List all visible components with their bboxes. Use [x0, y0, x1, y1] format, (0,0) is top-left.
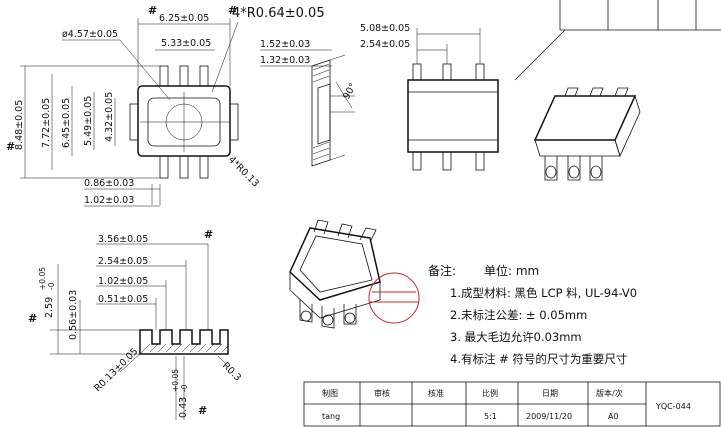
tb-header-3: 比例	[482, 388, 498, 398]
dim-625: 6.25±0.05	[159, 13, 209, 24]
dim-r013-top: 4*R0.13	[226, 154, 261, 189]
notes: 备注: 单位: mm 1.成型材料: 黑色 LCP 料, UL-94-V0 2.…	[428, 263, 637, 366]
dim-508: 5.08±0.05	[360, 23, 410, 34]
svg-text:#: #	[28, 312, 37, 325]
dim-051: 0.51±0.05	[98, 294, 148, 305]
dim-152: 1.52±0.03	[260, 39, 310, 50]
svg-text:#: #	[198, 404, 207, 417]
side-view: 1.52±0.03 1.32±0.03 90°	[260, 39, 359, 167]
dim-radius-064: 4*R0.64±0.05	[232, 6, 325, 21]
svg-text:-0: -0	[180, 384, 189, 392]
tb-header-0: 制图	[322, 388, 338, 398]
dim-645: 6.45±0.05	[61, 98, 72, 148]
iso-view-frame	[289, 219, 381, 329]
tb-header-5: 版本/次	[596, 388, 623, 398]
note-line-4: 4.有标注 # 符号的尺寸为重要尺寸	[450, 352, 627, 366]
angle-90: 90°	[341, 81, 359, 101]
dim-043: 0.43	[178, 397, 189, 418]
svg-text:+0.05: +0.05	[171, 369, 180, 392]
notes-header: 备注:	[428, 263, 456, 278]
tb-value-4: 2009/11/20	[526, 412, 572, 421]
tb-value-3: 5:1	[484, 412, 497, 421]
top-view: 6.25±0.05 # 5.33±0.05 ø4.57±0.05 4*R0.64…	[6, 4, 325, 207]
svg-text:-0: -0	[47, 282, 56, 290]
hash-mark: #	[148, 4, 157, 17]
dim-549: 5.49±0.05	[83, 96, 94, 146]
dim-102-top: 1.02±0.03	[84, 195, 134, 206]
svg-text:+0.05: +0.05	[38, 267, 47, 290]
dim-254-top: 2.54±0.05	[360, 39, 410, 50]
iso-view-right	[533, 87, 641, 181]
tb-value-5: A0	[608, 412, 619, 421]
dim-848: 8.48±0.05	[14, 100, 25, 150]
svg-text:#: #	[204, 228, 213, 241]
dim-254-bottom: 2.54±0.05	[98, 256, 148, 267]
notes-unit: 单位: mm	[484, 263, 539, 278]
pin-view: 5.08±0.05 2.54±0.05	[360, 23, 499, 171]
dim-132: 1.32±0.03	[260, 55, 310, 66]
dim-r013-bottom: R0.13±0.05	[92, 346, 140, 394]
dim-259: 2.59	[44, 297, 55, 318]
dim-356: 3.56±0.05	[98, 234, 148, 245]
section-view: 3.56±0.05 2.54±0.05 1.02±0.05 0.51±0.05 …	[28, 228, 243, 420]
svg-text:#: #	[6, 140, 15, 153]
dim-772: 7.72±0.05	[41, 98, 52, 148]
svg-text:#: #	[228, 4, 237, 17]
dim-dia-457: ø4.57±0.05	[62, 29, 118, 40]
red-circle-stamp	[368, 272, 420, 324]
tb-header-1: 审核	[374, 388, 390, 398]
dim-086: 0.86±0.03	[84, 178, 134, 189]
drawing-number: YQC-044	[655, 402, 691, 411]
note-line-2: 2.未标注公差: ± 0.05mm	[450, 308, 587, 322]
dim-533: 5.33±0.05	[161, 38, 211, 49]
corner-frame	[514, 0, 721, 81]
tb-value-0: tang	[322, 412, 340, 421]
note-line-3: 3. 最大毛边允许0.03mm	[450, 330, 582, 344]
dim-432: 4.32±0.05	[104, 92, 115, 142]
note-line-1: 1.成型材料: 黑色 LCP 料, UL-94-V0	[450, 286, 637, 300]
tb-header-4: 日期	[542, 389, 558, 398]
title-block: 制图 审核 核准 比例 日期 版本/次 tang 5:1 2009/11/20 …	[303, 381, 721, 427]
dim-102-bottom: 1.02±0.05	[98, 276, 148, 287]
dim-056: 0.56±0.03	[68, 290, 79, 340]
dim-r03: R0.3	[220, 360, 243, 383]
tb-header-2: 核准	[428, 388, 444, 398]
